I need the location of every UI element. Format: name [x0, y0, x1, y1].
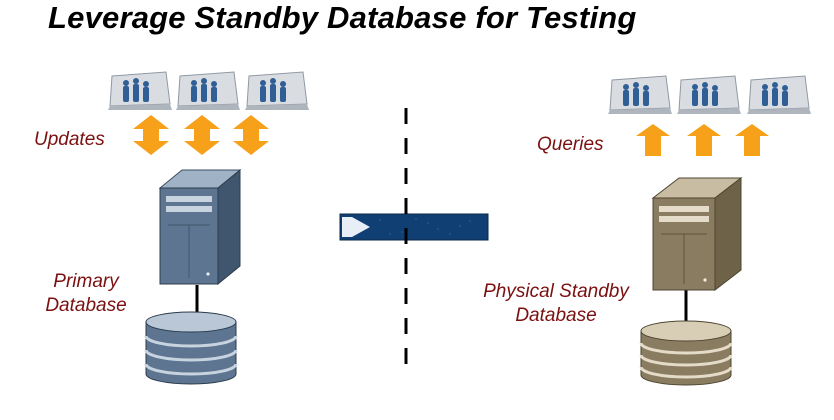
standby-db-label-line1: Physical Standby	[483, 281, 629, 302]
users-group-icon	[608, 75, 672, 114]
primary-db-label-line1: Primary	[53, 271, 119, 292]
standby-db-label: Physical Standby Database	[466, 280, 646, 328]
primary-db-label-line2: Database	[45, 295, 127, 316]
users-group-icon	[747, 75, 811, 114]
up-arrow-icon	[636, 124, 670, 156]
up-arrow-icon	[687, 124, 721, 156]
users-group-icon	[108, 71, 172, 110]
users-group-icon	[176, 71, 240, 110]
up-arrow-icon	[133, 115, 169, 155]
users-group-icon	[245, 71, 309, 110]
standby-disk-icon	[639, 320, 733, 386]
up-arrow-icon	[233, 115, 269, 155]
queries-label: Queries	[537, 134, 604, 155]
users-group-icon	[677, 75, 741, 114]
redo-transport-arrow-icon	[339, 213, 489, 241]
primary-server-icon	[158, 168, 242, 286]
up-arrow-icon	[735, 124, 769, 156]
standby-server-icon	[651, 176, 743, 292]
primary-db-label: Primary Database	[34, 270, 138, 318]
up-arrow-icon	[184, 115, 220, 155]
divider-line	[404, 108, 408, 370]
updates-label: Updates	[34, 129, 105, 150]
page-title: Leverage Standby Database for Testing	[48, 0, 637, 35]
standby-db-label-line2: Database	[515, 305, 597, 326]
primary-disk-icon	[144, 311, 238, 385]
